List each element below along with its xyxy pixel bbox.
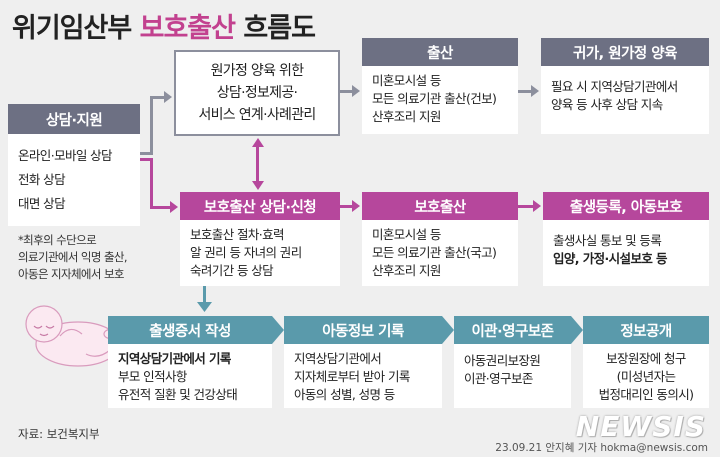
list-item: 온라인·모바일 상담	[18, 148, 113, 163]
list-item: 입양, 가정·시설보호 등	[553, 251, 668, 266]
list-item: 보호출산 절차·효력	[190, 227, 285, 242]
center-line: 상담·정보제공·	[216, 85, 298, 101]
disclose-list: 보장원장에 청구 (미성년자는 법정대리인 동의시)	[583, 344, 709, 410]
title-prefix: 위기임산부	[12, 13, 132, 44]
connector-center-birth	[340, 90, 354, 93]
apply-list: 보호출산 절차·효력 알 권리 등 자녀의 권리 숙려기간 등 상담	[180, 220, 340, 286]
footnote-line: *최후의 수단으로	[18, 233, 97, 247]
transfer-box: 이관·영구보존 아동권리보장원 이관·영구보존	[454, 316, 571, 408]
connector-counsel-down	[140, 158, 152, 161]
transfer-header: 이관·영구보존	[454, 316, 571, 344]
double-arrow-icon	[252, 138, 264, 190]
footnote-line: 아동은 지자체에서 보호	[18, 267, 125, 281]
arrow-to-birth	[352, 85, 360, 97]
title-highlight: 보호출산	[139, 13, 236, 44]
return-home-list: 필요 시 지역상담기관에서 양육 등 사후 상담 지속	[541, 66, 709, 120]
list-item: 지역상담기관에서	[294, 351, 382, 366]
list-item: 알 권리 등 자녀의 권리	[190, 245, 302, 260]
arrow-down-icon	[197, 302, 212, 312]
watermark-logo: NEWSIS	[575, 410, 706, 443]
apply-header: 보호출산 상담·신청	[180, 192, 340, 220]
arrow-to-register	[533, 200, 541, 212]
page-title: 위기임산부 보호출산 흐름도	[12, 6, 316, 45]
child-info-header: 아동정보 기록	[284, 316, 442, 344]
center-line: 서비스 연계·사례관리	[198, 107, 316, 123]
footnote: *최후의 수단으로 의료기관에서 익명 출산, 아동은 지자체에서 보호	[18, 232, 128, 283]
connector-birth-register	[518, 205, 534, 208]
list-item: 출생사실 통보 및 등록	[553, 233, 662, 248]
list-item: 미혼모시설 등	[372, 227, 441, 242]
cert-header: 출생증서 작성	[108, 316, 272, 344]
register-header: 출생등록, 아동보호	[543, 192, 709, 220]
title-suffix: 흐름도	[243, 13, 316, 44]
child-info-list: 지역상담기관에서 지자체로부터 받아 기록 아동의 성별, 성명 등	[284, 344, 442, 410]
connector-counsel-vertical-down	[150, 158, 153, 208]
center-support-box: 원가정 양육 위한 상담·정보제공· 서비스 연계·사례관리	[174, 50, 340, 136]
birth-pink-header: 보호출산	[362, 192, 518, 220]
connector-birth-return	[518, 90, 532, 93]
counsel-list: 온라인·모바일 상담 전화 상담 대면 상담	[8, 134, 140, 222]
chevron-right-icon	[442, 316, 454, 344]
birth-pink-box: 보호출산 미혼모시설 등 모든 의료기관 출산(국고) 산후조리 지원	[362, 192, 518, 286]
list-item: 법정대리인 동의시)	[598, 387, 694, 402]
cert-box: 출생증서 작성 지역상담기관에서 기록 부모 인적사항 유전적 질환 및 건강상…	[108, 316, 272, 408]
connector-counsel-up	[140, 152, 152, 155]
list-item: 산후조리 지원	[372, 263, 441, 278]
list-item: 아동의 성별, 성명 등	[294, 387, 395, 402]
connector-center-apply	[256, 146, 259, 184]
register-box: 출생등록, 아동보호 출생사실 통보 및 등록 입양, 가정·시설보호 등	[543, 192, 709, 286]
birth-gray-list: 미혼모시설 등 모든 의료기관 출산(건보) 산후조리 지원	[362, 66, 518, 132]
birth-pink-list: 미혼모시설 등 모든 의료기관 출산(국고) 산후조리 지원	[362, 220, 518, 286]
footnote-line: 의료기관에서 익명 출산,	[18, 250, 128, 264]
list-item: 지역상담기관에서 기록	[118, 351, 231, 366]
return-home-header: 귀가, 원가정 양육	[541, 38, 709, 66]
counsel-header: 상담·지원	[8, 104, 140, 134]
list-item: 대면 상담	[18, 196, 66, 211]
connector-to-apply	[150, 206, 172, 209]
connector-counsel-vertical-up	[150, 96, 153, 155]
list-item: 아동권리보장원	[464, 353, 541, 368]
chevron-right-icon	[272, 316, 284, 344]
child-info-box: 아동정보 기록 지역상담기관에서 지자체로부터 받아 기록 아동의 성별, 성명…	[284, 316, 442, 408]
list-item: 전화 상담	[18, 172, 66, 187]
connector-to-center	[150, 96, 166, 99]
list-item: 부모 인적사항	[118, 369, 187, 384]
connector-apply-cert	[203, 286, 206, 308]
list-item: 보장원장에 청구	[606, 351, 686, 366]
transfer-list: 아동권리보장원 이관·영구보존	[454, 344, 571, 394]
list-item: 숙려기간 등 상담	[190, 263, 274, 278]
list-item: 산후조리 지원	[372, 109, 441, 124]
list-item: (미성년자는	[616, 369, 676, 384]
arrow-to-birth-pink	[352, 200, 360, 212]
arrow-to-apply	[170, 201, 178, 213]
source-label: 자료: 보건복지부	[18, 427, 100, 441]
list-item: 미혼모시설 등	[372, 73, 441, 88]
return-home-box: 귀가, 원가정 양육 필요 시 지역상담기관에서 양육 등 사후 상담 지속	[541, 38, 709, 134]
center-line: 원가정 양육 위한	[210, 63, 304, 79]
connector-apply-birth	[340, 205, 354, 208]
counsel-box: 상담·지원 온라인·모바일 상담 전화 상담 대면 상담	[8, 104, 140, 226]
list-item: 필요 시 지역상담기관에서	[551, 79, 678, 94]
arrow-to-center	[164, 91, 172, 103]
list-item: 모든 의료기관 출산(건보)	[372, 91, 497, 106]
birth-gray-header: 출산	[362, 38, 518, 66]
cert-list: 지역상담기관에서 기록 부모 인적사항 유전적 질환 및 건강상태	[108, 344, 272, 410]
apply-box: 보호출산 상담·신청 보호출산 절차·효력 알 권리 등 자녀의 권리 숙려기간…	[180, 192, 340, 286]
disclose-header: 정보공개	[583, 316, 709, 344]
list-item: 지자체로부터 받아 기록	[294, 369, 410, 384]
birth-gray-box: 출산 미혼모시설 등 모든 의료기관 출산(건보) 산후조리 지원	[362, 38, 518, 134]
credit-label: 23.09.21 안지혜 기자 hokma@newsis.com	[495, 442, 708, 454]
disclose-box: 정보공개 보장원장에 청구 (미성년자는 법정대리인 동의시)	[583, 316, 709, 408]
list-item: 모든 의료기관 출산(국고)	[372, 245, 497, 260]
list-item: 이관·영구보존	[464, 371, 533, 386]
register-list: 출생사실 통보 및 등록 입양, 가정·시설보호 등	[543, 220, 709, 274]
list-item: 양육 등 사후 상담 지속	[551, 97, 663, 112]
arrow-to-return	[531, 85, 539, 97]
list-item: 유전적 질환 및 건강상태	[118, 387, 238, 402]
chevron-right-icon	[571, 316, 583, 344]
